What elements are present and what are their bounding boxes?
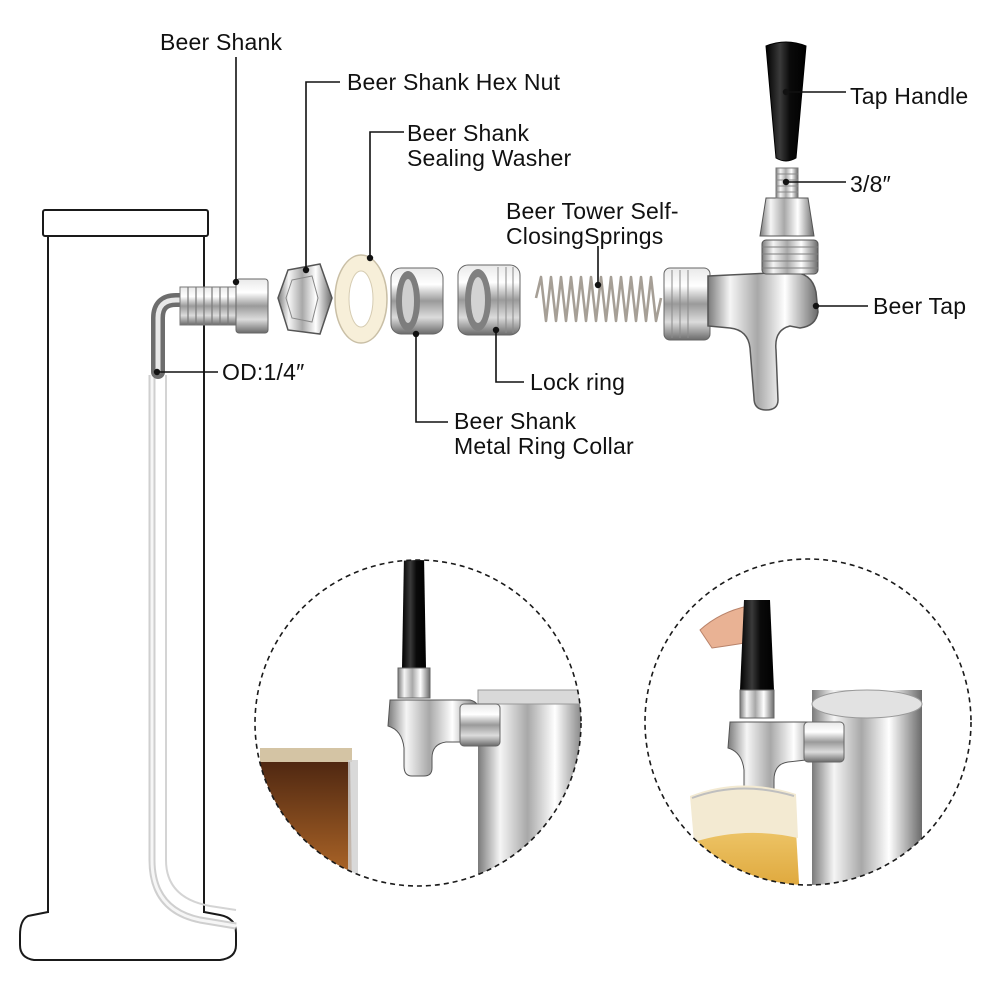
label-sealing-washer: Beer Shank Sealing Washer: [407, 121, 571, 171]
lock-ring: [457, 264, 521, 336]
leader-sealing-washer: [369, 131, 404, 258]
beer-line-tube: [148, 375, 237, 930]
label-beer-shank: Beer Shank: [160, 29, 283, 55]
label-springs-line2: ClosingSprings: [506, 223, 664, 249]
hex-nut: [277, 263, 333, 335]
label-hex-nut: Beer Shank Hex Nut: [347, 69, 561, 95]
label-metal-ring-collar: Beer Shank Metal Ring Collar: [454, 409, 634, 459]
label-tap-handle: Tap Handle: [850, 83, 969, 109]
label-beer-tap: Beer Tap: [873, 293, 967, 319]
metal-ring-collar: [390, 267, 444, 335]
tap-handle: [765, 41, 807, 162]
label-springs: Beer Tower Self- ClosingSprings: [506, 199, 679, 249]
label-lock-ring: Lock ring: [530, 369, 626, 395]
label-sealing-washer-line1: Beer Shank: [407, 120, 530, 146]
inset-photo-right: [644, 558, 972, 886]
self-closing-spring: [534, 275, 663, 323]
leader-dots: [153, 88, 820, 376]
leader-lines: [157, 57, 868, 423]
sealing-washer: [334, 254, 388, 344]
label-tube-od: OD:1/4″: [222, 359, 305, 385]
beer-tap: [663, 197, 819, 411]
inset-photo-left: [254, 559, 582, 887]
label-collar-line1: Beer Shank: [454, 408, 577, 434]
label-thread-size: 3/8″: [850, 171, 891, 197]
label-springs-line1: Beer Tower Self-: [506, 198, 679, 224]
leader-hex-nut: [305, 81, 340, 270]
label-collar-line2: Metal Ring Collar: [454, 433, 634, 459]
label-sealing-washer-line2: Sealing Washer: [407, 145, 572, 171]
leader-collar: [415, 334, 448, 423]
leader-lock-ring: [495, 330, 524, 383]
beer-shank: [151, 278, 269, 379]
